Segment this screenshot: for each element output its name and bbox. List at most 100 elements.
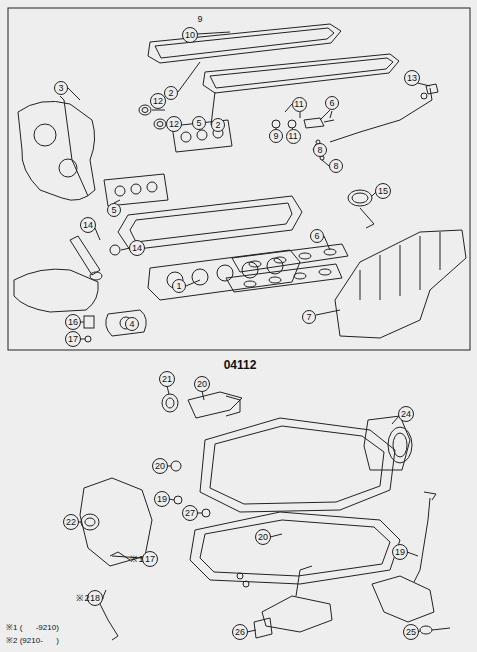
callout-text: 20 (155, 462, 165, 471)
callout-number: 20 (255, 529, 271, 545)
note-text: ※2 (9210- ) (6, 637, 59, 645)
callout-number: 14 (129, 240, 145, 256)
callout-number: 4 (125, 317, 139, 331)
callout-number: 11 (286, 129, 301, 144)
oil-pan-gasket (190, 512, 400, 584)
head-gasket (148, 250, 300, 300)
dipstick-tube (330, 88, 432, 142)
panel-frame (8, 8, 470, 350)
water-inlet (372, 576, 434, 622)
callout-number: 26 (232, 624, 248, 640)
callout-label: ※1 (130, 555, 143, 564)
callout-number: 27 (182, 505, 198, 521)
callout-text: 14 (83, 221, 93, 230)
callout-text: 10 (185, 31, 195, 40)
callout-text: 8 (333, 162, 338, 171)
callout-number: 19 (154, 491, 170, 507)
callout-number: 8 (329, 159, 343, 173)
callout-text: 19 (395, 548, 405, 557)
callout-number: 14 (80, 217, 96, 233)
callout-text: 4 (129, 320, 134, 329)
callout-text: 19 (157, 495, 167, 504)
head-cover-gasket (203, 54, 399, 93)
callout-number: 20 (152, 458, 168, 474)
callout-text: 27 (185, 509, 195, 518)
callout-number: 19 (392, 544, 408, 560)
valley-gasket (118, 196, 302, 250)
callout-number: 12 (166, 116, 182, 132)
callout-number: 15 (375, 183, 391, 199)
callout-number: 20 (194, 376, 210, 392)
callout-number: 8 (313, 143, 327, 157)
intake-manifold (335, 230, 466, 338)
callout-text: 14 (132, 244, 142, 253)
head-cover-gasket (148, 24, 341, 63)
water-outlet (14, 269, 98, 312)
timing-cover-hole (59, 159, 77, 177)
callout-text: 8 (317, 146, 322, 155)
callout-number: 1 (172, 279, 186, 293)
o-ring (348, 190, 372, 206)
callout-text: 5 (196, 119, 201, 128)
callout-number: 25 (403, 624, 419, 640)
callout-number: 7 (302, 310, 316, 324)
callout-number: 12 (150, 93, 166, 109)
callout-text: 9 (273, 132, 278, 141)
callout-text: 17 (145, 555, 155, 564)
callout-number: 5 (192, 116, 206, 130)
callout-text: 3 (58, 84, 63, 93)
callout-number: 2 (211, 118, 225, 132)
callout-text: 11 (288, 132, 297, 141)
note-text: ※1 ( -9210) (6, 624, 59, 632)
intake-gasket (226, 264, 342, 292)
callout-text: 20 (197, 380, 207, 389)
callout-text: 17 (68, 335, 78, 344)
grommet (157, 122, 163, 127)
intake-gasket (232, 244, 348, 272)
callout-text: 18 (90, 594, 100, 603)
callout-number: 11 (292, 97, 307, 112)
oil-strainer (262, 596, 332, 632)
timing-cover-seal (60, 96, 88, 196)
grommet (142, 108, 148, 113)
callout-text: 26 (235, 628, 245, 637)
plug-tube (70, 236, 100, 275)
callout-number: 6 (310, 229, 324, 243)
figure-number: 04112 (224, 359, 257, 371)
callout-number: 22 (63, 514, 79, 530)
callout-text: 24 (401, 410, 411, 419)
callout-text: 6 (314, 232, 319, 241)
callout-number: 24 (398, 406, 414, 422)
callout-number: 2 (164, 86, 178, 100)
callout-number: 21 (159, 371, 175, 387)
callout-text: 2 (168, 89, 173, 98)
callout-text: 25 (406, 628, 416, 637)
callout-text: 21 (162, 375, 172, 384)
timing-cover-hole (34, 124, 56, 146)
callout-text: 20 (258, 533, 268, 542)
callout-label: ※2 (76, 594, 89, 603)
callout-text: 16 (68, 318, 78, 327)
grommet (154, 119, 166, 129)
callout-text: 1 (176, 282, 181, 291)
callout-text: 22 (66, 518, 76, 527)
callout-number: 10 (182, 27, 198, 43)
callout-text: 5 (111, 206, 116, 215)
callout-number: 6 (325, 96, 339, 110)
manifold-gasket (104, 174, 168, 206)
callout-number: 17 (142, 551, 158, 567)
grommet (139, 105, 151, 115)
callout-number: 16 (65, 314, 81, 330)
callout-text: 2 (215, 121, 220, 130)
callout-text: 7 (306, 313, 311, 322)
callout-number: 13 (404, 70, 420, 86)
callout-label: 9 (197, 15, 202, 24)
callout-number: 5 (107, 203, 121, 217)
head-cover-gasket-inner (155, 28, 334, 58)
callout-text: 6 (329, 99, 334, 108)
callout-text: 11 (294, 100, 303, 109)
dipstick (414, 498, 430, 582)
callout-number: 17 (65, 331, 81, 347)
outlet-gasket (106, 310, 147, 336)
callout-text: 12 (169, 120, 179, 129)
